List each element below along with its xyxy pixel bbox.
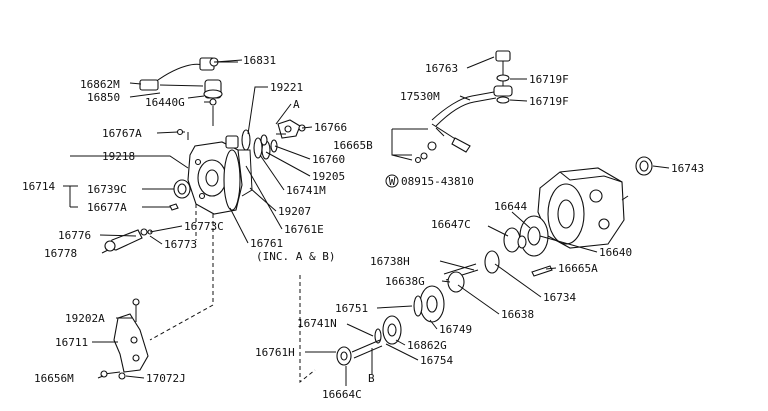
driven-gear-stack xyxy=(484,215,553,277)
bracket-assembly xyxy=(100,298,149,380)
label-16761: 16761 xyxy=(250,237,283,250)
front-seal-parts xyxy=(169,128,191,211)
label-19221: 19221 xyxy=(270,81,303,94)
label-16754: 16754 xyxy=(420,354,453,367)
label-16862G: 16862G xyxy=(407,339,447,352)
label-16638: 16638 xyxy=(501,308,534,321)
label-19205: 19205 xyxy=(312,170,345,183)
label-16738H: 16738H xyxy=(370,255,410,268)
label-16761H: 16761H xyxy=(255,346,295,359)
label-08915-43810: 08915-43810 xyxy=(401,175,474,188)
label-19207: 19207 xyxy=(278,205,311,218)
label-16767A: 16767A xyxy=(102,127,142,140)
pump-body xyxy=(187,135,253,215)
label-16778: 16778 xyxy=(44,247,77,260)
overflow-valve xyxy=(104,228,153,252)
label-16665B: 16665B xyxy=(333,139,373,152)
label-16640: 16640 xyxy=(599,246,632,259)
label-17072J: 17072J xyxy=(146,372,186,385)
leader-lines xyxy=(63,56,670,386)
washer-symbol xyxy=(385,174,399,188)
label-16751: 16751 xyxy=(335,302,368,315)
label-16440G: 16440G xyxy=(145,96,185,109)
label-16714: 16714 xyxy=(22,180,55,193)
rear-seal xyxy=(635,156,653,176)
label-16638G: 16638G xyxy=(385,275,425,288)
label-16766: 16766 xyxy=(314,121,347,134)
fuel-pipe xyxy=(414,50,513,164)
label-16773C: 16773C xyxy=(184,220,224,233)
label-16741M: 16741M xyxy=(286,184,326,197)
label-17530M: 17530M xyxy=(400,90,440,103)
label-16760: 16760 xyxy=(312,153,345,166)
label-19202A: 19202A xyxy=(65,312,105,325)
dashed-assembly-guides xyxy=(149,204,316,384)
fuel-cut-solenoid-harness xyxy=(139,57,238,126)
label-16677A: 16677A xyxy=(87,201,127,214)
label-16734: 16734 xyxy=(543,291,576,304)
washer-symbol-letter: W xyxy=(389,175,396,188)
label-16664C: 16664C xyxy=(322,388,362,401)
label-19218: 19218 xyxy=(102,150,135,163)
pump-head-parts xyxy=(241,119,306,160)
label-16761E: 16761E xyxy=(284,223,324,236)
label-inc-a-b: (INC. A & B) xyxy=(256,250,335,263)
label-16749: 16749 xyxy=(439,323,472,336)
label-16743: 16743 xyxy=(671,162,704,175)
label-A-top: A xyxy=(293,98,300,111)
label-16831: 16831 xyxy=(243,54,276,67)
label-16862M: 16862M xyxy=(80,78,120,91)
label-16656M: 16656M xyxy=(34,372,74,385)
label-16741N: 16741N xyxy=(297,317,337,330)
label-16644: 16644 xyxy=(494,200,527,213)
label-B: B xyxy=(368,372,375,385)
label-16719F-upper: 16719F xyxy=(529,73,569,86)
label-16776: 16776 xyxy=(58,229,91,242)
label-16739C: 16739C xyxy=(87,183,127,196)
label-16850: 16850 xyxy=(87,91,120,104)
label-16647C: 16647C xyxy=(431,218,471,231)
label-16773: 16773 xyxy=(164,238,197,251)
label-16711: 16711 xyxy=(55,336,88,349)
label-16719F-lower: 16719F xyxy=(529,95,569,108)
label-16665A: 16665A xyxy=(558,262,598,275)
part-labels: 16831 16862M 16850 16440G 19221 A 16766 … xyxy=(22,54,704,401)
label-16763: 16763 xyxy=(425,62,458,75)
gear-housing xyxy=(537,167,629,249)
